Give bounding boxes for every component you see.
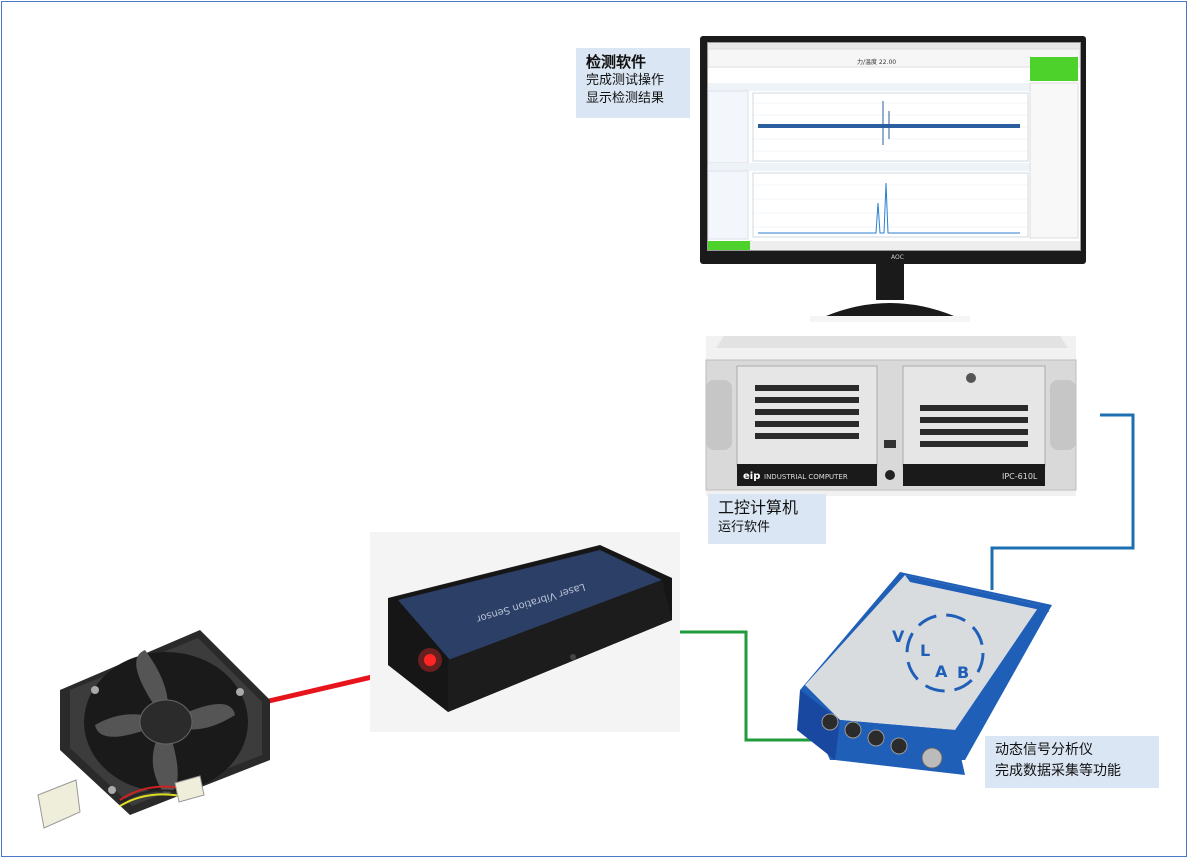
analyzer-label-line2: 完成数据采集等功能 [995, 763, 1121, 779]
software-label-line1: 完成测试操作 [586, 73, 665, 88]
laser-sensor-device: Laser Vibration Sensor [370, 532, 680, 732]
analyzer-logo-l: L [920, 641, 930, 660]
software-screenshot [708, 43, 1080, 250]
analyzer-logo-v: V [892, 627, 905, 646]
monitor-screen [707, 42, 1081, 251]
ipc-caption: INDUSTRIAL COMPUTER [764, 473, 848, 481]
screen-readout: 力/温度 22.00 [857, 59, 897, 66]
fan-device [37, 630, 270, 829]
ipc-label-title: 工控计算机 [718, 498, 799, 517]
blue-connection [990, 413, 1135, 590]
analyzer-label-line1: 动态信号分析仪 [995, 742, 1093, 758]
green-connection [680, 630, 816, 742]
ipc-label-sub: 运行软件 [718, 520, 771, 535]
software-label: 检测软件 完成测试操作 显示检测结果 [576, 48, 690, 118]
analyzer-label: 动态信号分析仪 完成数据采集等功能 [985, 736, 1159, 788]
ipc-model: IPC-610L [1002, 472, 1038, 481]
analyzer-logo-b: B [957, 663, 969, 682]
signal-analyzer-device: V L A B [797, 572, 1052, 775]
software-label-line2: 显示检测结果 [586, 91, 665, 106]
ipc-label: 工控计算机 运行软件 [708, 494, 826, 544]
analyzer-logo-a: A [935, 662, 948, 681]
ipc-device: eip INDUSTRIAL COMPUTER IPC-610L [705, 336, 1077, 496]
monitor-brand: AOC [891, 254, 904, 261]
ipc-brand: eip [743, 471, 760, 482]
software-label-title: 检测软件 [586, 53, 647, 71]
